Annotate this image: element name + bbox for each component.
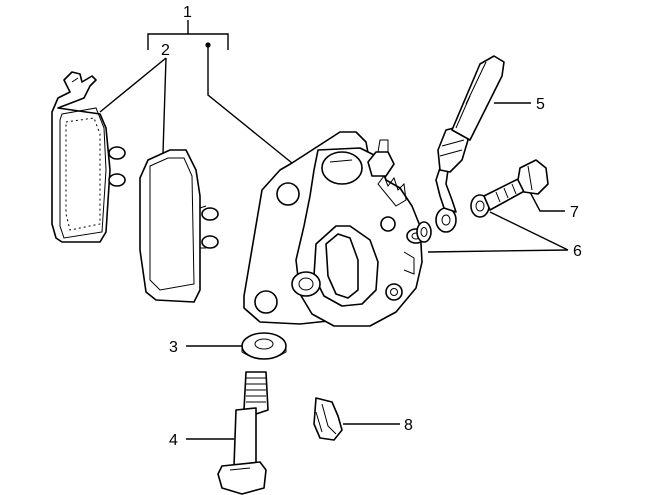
hose-clip bbox=[313, 397, 343, 441]
callout-3: 3 bbox=[169, 339, 178, 356]
callout-4: 4 bbox=[169, 432, 178, 449]
brake-pad-inner bbox=[139, 149, 219, 303]
banjo-bolt bbox=[483, 159, 549, 211]
leader-lines bbox=[99, 20, 569, 440]
callout-labels: 1 2 3 4 5 6 7 8 bbox=[161, 4, 582, 449]
callout-5: 5 bbox=[536, 96, 545, 113]
callout-1: 1 bbox=[183, 4, 192, 21]
caliper-bolt bbox=[217, 371, 269, 495]
callout-6: 6 bbox=[573, 243, 582, 260]
callout-8: 8 bbox=[404, 417, 413, 434]
brake-hose bbox=[435, 55, 505, 233]
washer-left bbox=[416, 221, 432, 243]
callout-2: 2 bbox=[161, 42, 170, 59]
brake-caliper bbox=[243, 131, 426, 327]
callout-7: 7 bbox=[570, 204, 579, 221]
washer-3 bbox=[241, 332, 287, 360]
brake-pad-outer bbox=[51, 71, 126, 243]
